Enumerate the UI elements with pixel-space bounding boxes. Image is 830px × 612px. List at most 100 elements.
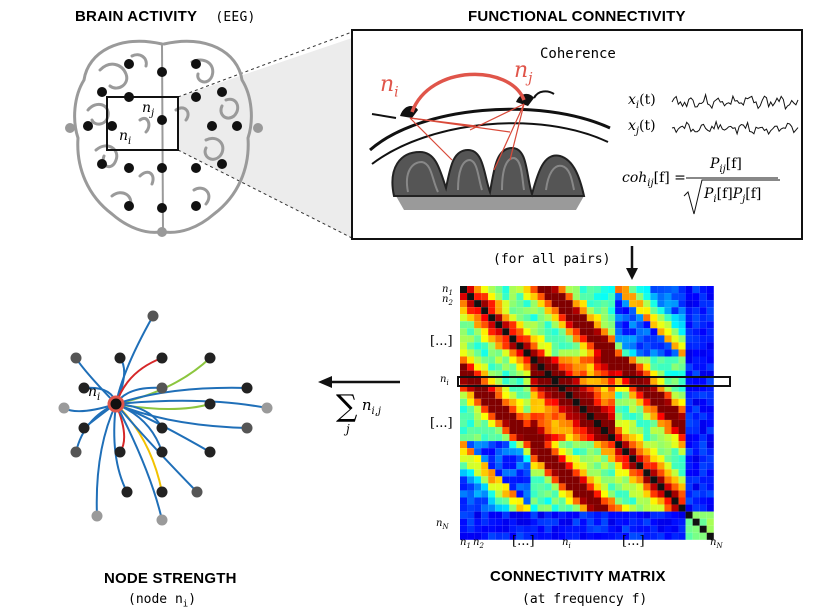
matrix-cell (495, 427, 503, 435)
matrix-cell (664, 398, 672, 406)
matrix-cell (530, 286, 538, 294)
matrix-cell (495, 518, 503, 526)
matrix-cell (481, 434, 489, 442)
matrix-cell (558, 363, 566, 371)
matrix-cell (558, 441, 566, 449)
matrix-cell (530, 532, 538, 540)
matrix-cell (460, 335, 468, 343)
matrix-cell (622, 427, 630, 435)
matrix-cell (537, 328, 545, 336)
matrix-cell (544, 448, 552, 456)
matrix-cell (615, 328, 623, 336)
matrix-cell (622, 398, 630, 406)
matrix-cell (460, 356, 468, 364)
matrix-cell (523, 504, 531, 512)
matrix-cell (657, 497, 665, 505)
matrix-cell (678, 476, 686, 484)
matrix-cell (643, 370, 651, 378)
matrix-cell (699, 370, 707, 378)
eeg-subtitle: (EEG) (215, 10, 256, 25)
signal-xj-label: xj(t) (628, 118, 656, 137)
matrix-cell (509, 412, 517, 420)
matrix-cell (530, 412, 538, 420)
matrix-cell (502, 518, 510, 526)
matrix-cell (706, 363, 714, 371)
matrix-cell (572, 434, 580, 442)
matrix-cell (544, 321, 552, 329)
matrix-cell (608, 490, 616, 498)
matrix-cell (544, 342, 552, 350)
matrix-cell (509, 469, 517, 477)
matrix-cell (495, 286, 503, 294)
matrix-cell (671, 525, 679, 533)
matrix-cell (671, 300, 679, 308)
matrix-cell (629, 441, 637, 449)
matrix-cell (586, 441, 594, 449)
matrix-cell (579, 497, 587, 505)
matrix-cell (608, 398, 616, 406)
matrix-cell (664, 363, 672, 371)
brain-activity-title: BRAIN ACTIVITY (EEG) (75, 8, 256, 25)
matrix-cell (692, 497, 700, 505)
matrix-cell (608, 427, 616, 435)
matrix-cell (551, 293, 559, 301)
matrix-cell (692, 427, 700, 435)
matrix-cell (537, 441, 545, 449)
matrix-cell (572, 328, 580, 336)
matrix-cell (629, 532, 637, 540)
matrix-cell (629, 469, 637, 477)
formula-lhs: cohij[f] = (622, 170, 686, 189)
matrix-cell (509, 384, 517, 392)
matrix-cell (502, 455, 510, 463)
matrix-cell (481, 455, 489, 463)
matrix-cell (467, 300, 475, 308)
matrix-cell (685, 469, 693, 477)
matrix-cell (608, 434, 616, 442)
matrix-cell (523, 476, 531, 484)
graph-edge (115, 403, 198, 493)
matrix-cell (636, 377, 644, 385)
matrix-cell (615, 476, 623, 484)
matrix-cell (565, 321, 573, 329)
graph-node (241, 422, 253, 434)
matrix-cell (685, 412, 693, 420)
matrix-cell (608, 293, 616, 301)
matrix-cell (593, 356, 601, 364)
matrix-cell (558, 300, 566, 308)
matrix-cell (608, 342, 616, 350)
matrix-cell (460, 511, 468, 519)
matrix-cell (706, 314, 714, 322)
matrix-cell (551, 342, 559, 350)
matrix-cell (523, 321, 531, 329)
matrix-cell (488, 455, 496, 463)
matrix-cell (685, 476, 693, 484)
matrix-cell (530, 370, 538, 378)
matrix-cell (593, 448, 601, 456)
matrix-cell (565, 434, 573, 442)
matrix-cell (664, 384, 672, 392)
matrix-cell (629, 342, 637, 350)
matrix-cell (650, 398, 658, 406)
brain-selection-box (106, 96, 179, 151)
matrix-cell (467, 469, 475, 477)
matrix-cell (551, 335, 559, 343)
node-strength-title: NODE STRENGTH (104, 570, 237, 587)
matrix-cell (530, 448, 538, 456)
matrix-cell (502, 434, 510, 442)
matrix-cell (509, 419, 517, 427)
matrix-cell (467, 427, 475, 435)
matrix-cell (692, 286, 700, 294)
matrix-cell (481, 328, 489, 336)
matrix-cell (579, 448, 587, 456)
matrix-cell (509, 300, 517, 308)
matrix-cell (601, 419, 609, 427)
matrix-cell (586, 335, 594, 343)
matrix-cell (460, 490, 468, 498)
matrix-cell (593, 490, 601, 498)
matrix-cell (502, 419, 510, 427)
matrix-cell (636, 370, 644, 378)
matrix-cell (699, 405, 707, 413)
matrix-cell (572, 398, 580, 406)
matrix-cell (502, 314, 510, 322)
zoom-projection-shade (178, 38, 352, 238)
